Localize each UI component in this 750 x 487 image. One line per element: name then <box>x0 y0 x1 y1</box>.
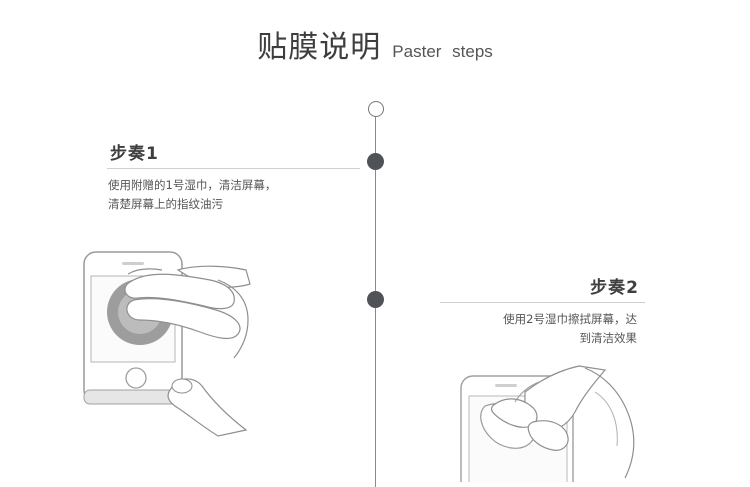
timeline-step1-dot <box>367 153 384 170</box>
step-2-phone-wipe-illustration <box>455 362 645 487</box>
page-subtitle: Paster steps <box>392 42 493 61</box>
step-1-desc-line-1: 使用附赠的1号湿巾，清洁屏幕， <box>108 178 277 192</box>
step-1-description: 使用附赠的1号湿巾，清洁屏幕， 清楚屏幕上的指纹油污 <box>107 176 357 214</box>
step-1-desc-line-2: 清楚屏幕上的指纹油污 <box>108 197 223 211</box>
step-2-title: 步奏2 <box>440 273 645 303</box>
page-header: 贴膜说明 Paster steps <box>0 22 750 66</box>
step-2-desc-line-1: 使用2号湿巾擦拭屏幕，达 <box>503 312 637 326</box>
step-1-block: 步奏1 使用附赠的1号湿巾，清洁屏幕， 清楚屏幕上的指纹油污 <box>107 139 360 214</box>
step-2-block: 步奏2 使用2号湿巾擦拭屏幕，达 到清洁效果 <box>440 273 645 348</box>
step-2-description: 使用2号湿巾擦拭屏幕，达 到清洁效果 <box>440 310 645 348</box>
timeline-step2-dot <box>367 291 384 308</box>
page-title: 贴膜说明 <box>257 30 382 65</box>
timeline-start-dot <box>368 101 384 117</box>
step-1-phone-wipe-illustration <box>78 240 258 440</box>
step-2-desc-line-2: 到清洁效果 <box>579 331 638 345</box>
phone-wipe-icon <box>83 251 251 437</box>
phone-wipe-icon <box>460 365 635 487</box>
step-1-title: 步奏1 <box>107 139 360 169</box>
